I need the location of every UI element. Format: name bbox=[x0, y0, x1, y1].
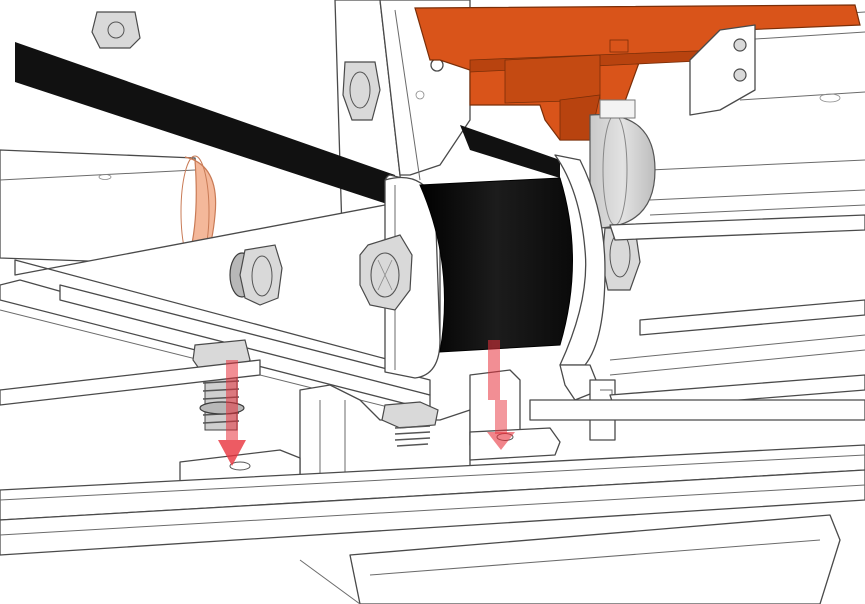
right-mounting-foot bbox=[469, 427, 561, 461]
guide-wheel bbox=[589, 99, 656, 229]
belt-roller bbox=[419, 177, 573, 353]
base-rail bbox=[0, 214, 865, 556]
bracket-nut bbox=[381, 401, 439, 447]
main-plate-nut bbox=[359, 234, 413, 311]
left-bracket-plate bbox=[14, 174, 441, 379]
down-arrow-left bbox=[218, 360, 246, 466]
right-frame-bracket bbox=[689, 24, 756, 116]
down-arrow-right bbox=[487, 340, 515, 450]
orange-carriage bbox=[414, 4, 861, 141]
right-bracket-plate bbox=[554, 154, 616, 441]
drive-belt bbox=[15, 42, 560, 205]
plate-bolt-upper bbox=[342, 61, 381, 121]
bottom-housing bbox=[299, 514, 841, 604]
shaft-nut bbox=[229, 244, 283, 306]
rear-rail bbox=[649, 11, 865, 216]
top-left-bolt bbox=[91, 11, 141, 49]
left-mounting-bolt bbox=[192, 339, 251, 431]
